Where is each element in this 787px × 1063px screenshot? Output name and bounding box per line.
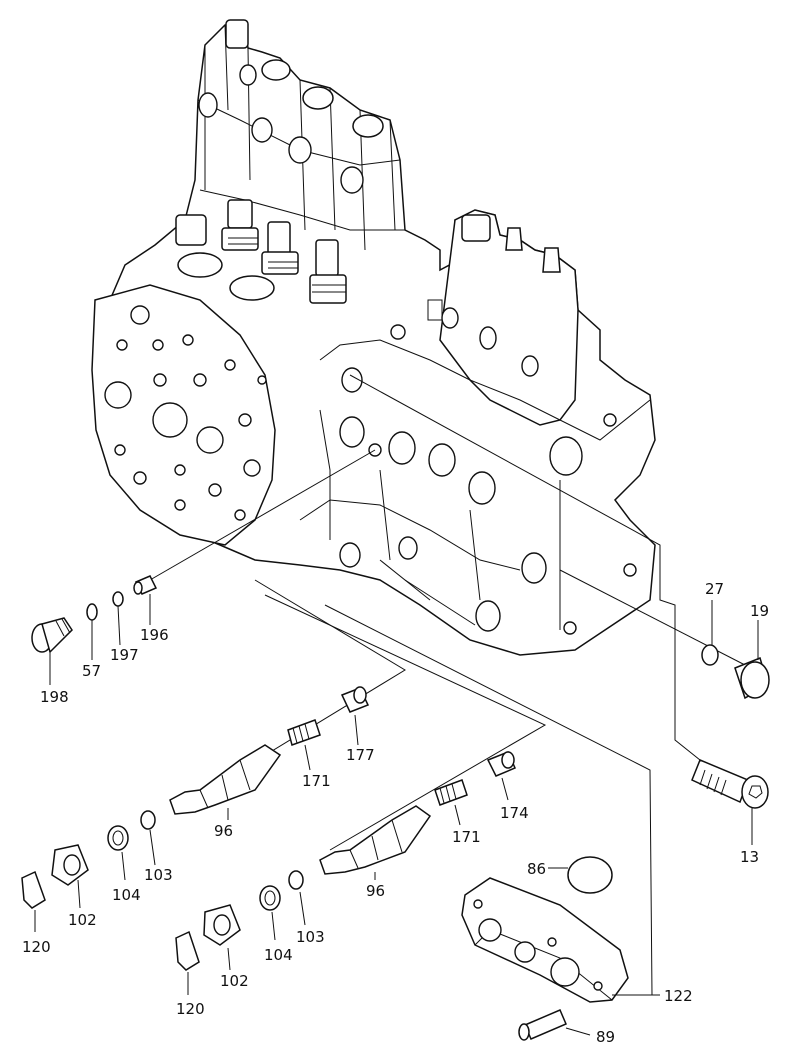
label-102-lower: 102 [220, 972, 249, 990]
label-122: 122 [664, 987, 693, 1005]
ring-197 [112, 591, 124, 607]
relief-valve-fittings [175, 199, 347, 304]
label-96-upper: 96 [214, 822, 233, 840]
label-198: 198 [40, 688, 69, 706]
work-ports [339, 367, 637, 635]
spool-assembly-lower [175, 751, 516, 971]
label-86: 86 [527, 860, 546, 878]
o-ring-57 [86, 603, 98, 621]
plug-198 [31, 617, 73, 654]
o-ring-86 [567, 856, 613, 894]
label-171-upper: 171 [302, 772, 331, 790]
label-27: 27 [705, 580, 724, 598]
label-104-upper: 104 [112, 886, 141, 904]
label-13: 13 [740, 848, 759, 866]
socket-bolt-13 [691, 759, 769, 809]
label-120-lower: 120 [176, 1000, 205, 1018]
sleeve-196 [133, 575, 158, 595]
label-177: 177 [346, 746, 375, 764]
label-103-upper: 103 [144, 866, 173, 884]
label-19: 19 [750, 602, 769, 620]
label-96-lower: 96 [366, 882, 385, 900]
label-120-upper: 120 [22, 938, 51, 956]
label-103-lower: 103 [296, 928, 325, 946]
spool-assembly-upper [21, 686, 370, 909]
label-197: 197 [110, 646, 139, 664]
label-104-lower: 104 [264, 946, 293, 964]
callout-leaders [34, 594, 759, 1036]
cover-plate-122 [461, 856, 629, 1041]
plug-19 [734, 656, 770, 700]
control-valve-assembly [91, 19, 656, 656]
label-102-upper: 102 [68, 911, 97, 929]
label-89: 89 [596, 1028, 615, 1046]
part-number-labels: 198 57 197 196 27 19 13 177 171 96 103 1… [22, 580, 769, 1046]
label-171-lower: 171 [452, 828, 481, 846]
label-196: 196 [140, 626, 169, 644]
label-174: 174 [500, 804, 529, 822]
end-plate-ports [104, 305, 267, 521]
o-ring-27 [701, 644, 719, 666]
label-57: 57 [82, 662, 101, 680]
